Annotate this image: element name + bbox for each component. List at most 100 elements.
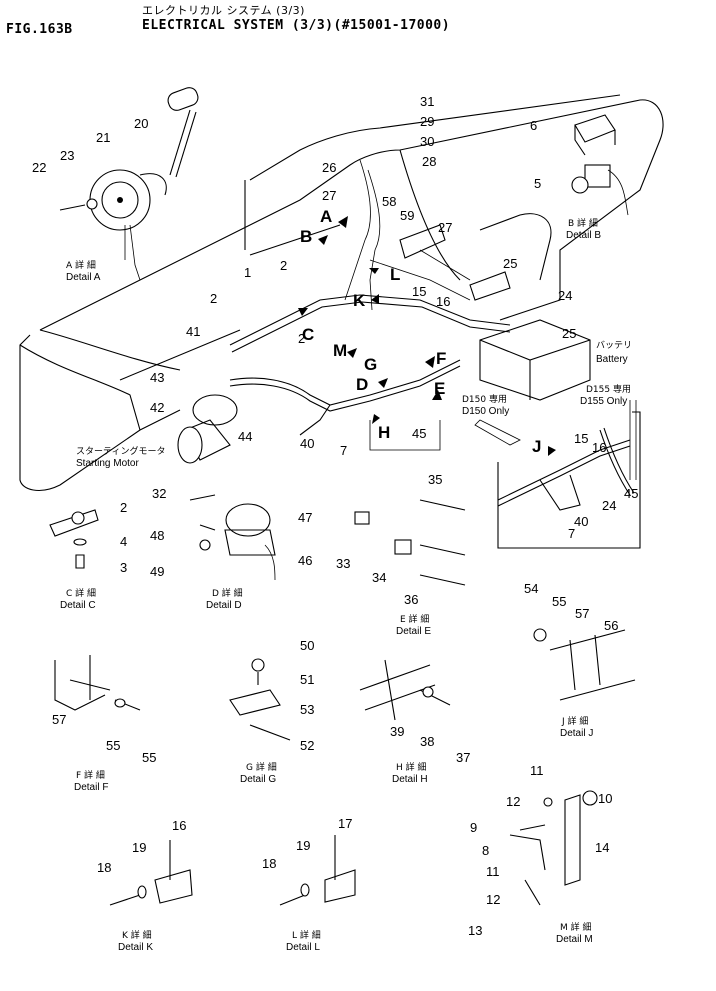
- part-number: 46: [298, 553, 312, 568]
- figure-title: ELECTRICAL SYSTEM (3/3)(#15001-17000): [142, 18, 451, 33]
- view-letter-f: F: [436, 349, 446, 368]
- part-number: 38: [420, 734, 434, 749]
- battery-label-jp: バッテリ: [596, 340, 632, 351]
- part-number: 17: [338, 816, 352, 831]
- part-number: 12: [506, 794, 520, 809]
- detail-k-caption: Detail K: [118, 942, 153, 953]
- part-number: 37: [456, 750, 470, 765]
- part-number: 34: [372, 570, 386, 585]
- part-number: 31: [420, 94, 434, 109]
- part-number: 59: [400, 208, 414, 223]
- part-number: 56: [604, 618, 618, 633]
- detail-b-relay: [571, 114, 629, 216]
- part-number: 15: [574, 431, 588, 446]
- view-letter-a: A: [320, 207, 332, 226]
- part-number: 55: [142, 750, 156, 765]
- part-number: 24: [602, 498, 616, 513]
- d155-label-jp: D155 専用: [586, 383, 631, 395]
- detail-a-caption-jp: A 詳 細: [66, 259, 96, 271]
- detail-e-caption: Detail E: [396, 626, 431, 637]
- part-number: 13: [468, 923, 482, 938]
- part-number: 10: [598, 791, 612, 806]
- detail-f-caption: Detail F: [74, 782, 108, 793]
- part-number: 36: [404, 592, 418, 607]
- part-number: 19: [132, 840, 146, 855]
- detail-h-caption: Detail H: [392, 774, 428, 785]
- battery-label: Battery: [596, 354, 628, 365]
- part-number: 58: [382, 194, 396, 209]
- detail-d-caption: Detail D: [206, 600, 242, 611]
- part-number: 25: [562, 326, 576, 341]
- detail-h-caption-jp: H 詳 細: [396, 761, 427, 773]
- detail-j-caption-jp: J 詳 細: [561, 715, 588, 727]
- part-number: 2: [120, 500, 127, 515]
- detail-j-caption: Detail J: [560, 728, 593, 739]
- view-letter-h: H: [378, 423, 390, 442]
- details-cde-clamps: [49, 494, 466, 586]
- view-letter-l: L: [390, 265, 400, 284]
- view-letter-c: C: [302, 325, 314, 344]
- part-number: 23: [60, 148, 74, 163]
- details-fghj-clamps: [54, 628, 636, 741]
- part-number: 49: [150, 564, 164, 579]
- part-number: 8: [482, 843, 489, 858]
- detail-d-caption-jp: D 詳 細: [212, 587, 243, 599]
- part-number: 16: [172, 818, 186, 833]
- part-number: 51: [300, 672, 314, 687]
- view-letter-g: G: [364, 355, 377, 374]
- figure-number: FIG.163B: [6, 22, 73, 37]
- part-number: 41: [186, 324, 200, 339]
- detail-a-fuel-sender: [59, 87, 199, 281]
- part-number: 18: [97, 860, 111, 875]
- part-number: 26: [322, 160, 336, 175]
- detail-g-caption-jp: G 詳 細: [246, 761, 277, 773]
- part-number: 30: [420, 134, 434, 149]
- part-number: 5: [534, 176, 541, 191]
- view-letter-m: M: [333, 341, 347, 360]
- part-number: 9: [470, 820, 477, 835]
- part-number: 39: [390, 724, 404, 739]
- part-number: 35: [428, 472, 442, 487]
- part-number: 33: [336, 556, 350, 571]
- d150-label: D150 Only: [462, 406, 509, 417]
- part-number: 2: [210, 291, 217, 306]
- part-number: 32: [152, 486, 166, 501]
- part-number: 18: [262, 856, 276, 871]
- part-number: 52: [300, 738, 314, 753]
- part-number: 11: [530, 763, 544, 778]
- part-number: 19: [296, 838, 310, 853]
- view-letter-j: J: [532, 437, 541, 456]
- detail-c-caption-jp: C 詳 細: [66, 587, 96, 599]
- detail-m-caption-jp: M 詳 細: [560, 921, 592, 933]
- detail-a-caption: Detail A: [66, 272, 101, 283]
- part-number: 55: [552, 594, 566, 609]
- part-number: 24: [558, 288, 572, 303]
- d150-label-jp: D150 専用: [462, 393, 507, 405]
- part-number: 27: [322, 188, 336, 203]
- part-number: 54: [524, 581, 538, 596]
- part-number: 16: [592, 440, 606, 455]
- view-letter-b: B: [300, 227, 312, 246]
- part-number: 45: [624, 486, 638, 501]
- callout-arrows: [298, 216, 556, 456]
- detail-f-caption-jp: F 詳 細: [76, 769, 105, 781]
- part-number: 48: [150, 528, 164, 543]
- part-number: 50: [300, 638, 314, 653]
- detail-l-caption-jp: L 詳 細: [292, 929, 321, 941]
- part-number: 14: [595, 840, 609, 855]
- view-letter-d: D: [356, 375, 368, 394]
- part-number: 25: [503, 256, 517, 271]
- part-number: 55: [106, 738, 120, 753]
- part-number: 57: [575, 606, 589, 621]
- detail-l-caption: Detail L: [286, 942, 320, 953]
- part-number: 20: [134, 116, 148, 131]
- detail-k-caption-jp: K 詳 細: [122, 929, 152, 941]
- starting-motor-label-jp: スターティングモータ: [76, 445, 165, 457]
- figure-title-japanese: エレクトリカル システム (3/3): [142, 4, 305, 17]
- part-number: 21: [96, 130, 110, 145]
- part-number: 6: [530, 118, 537, 133]
- part-number: 11: [486, 864, 500, 879]
- part-number: 43: [150, 370, 164, 385]
- part-number: 29: [420, 114, 434, 129]
